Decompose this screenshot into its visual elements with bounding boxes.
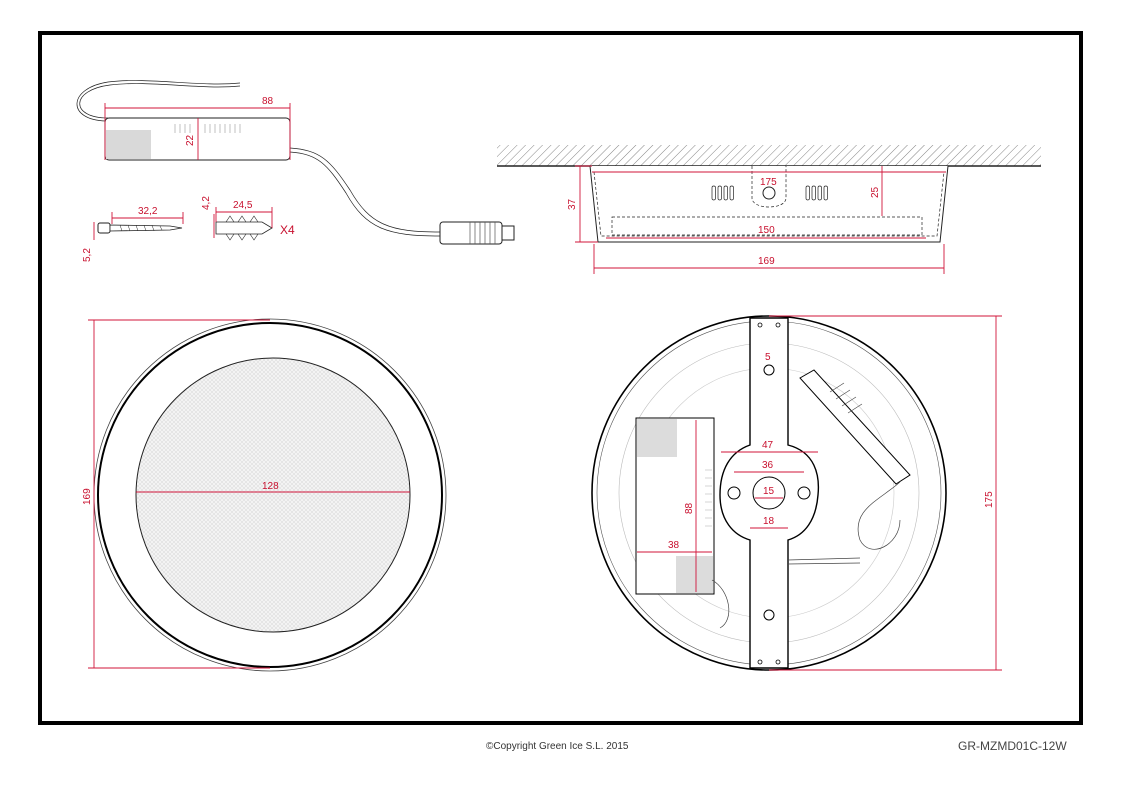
- dim-plug-length: 24,5: [233, 200, 253, 211]
- dim-front-outer-diameter: 169: [82, 488, 93, 505]
- screw-view: 32,2 5,2: [82, 206, 184, 262]
- dim-side-inner-depth: 25: [870, 186, 881, 198]
- dim-side-inner-width: 150: [758, 225, 775, 236]
- dim-side-top-diameter: 175: [760, 177, 777, 188]
- drawing-frame: [38, 31, 1083, 725]
- driver-view: 88 22: [76, 80, 515, 245]
- dim-bracket-slot-width: 5: [765, 352, 771, 363]
- dim-bracket-arm-width: 18: [763, 516, 775, 527]
- wall-plug-view: 4,2 24,5 X4: [201, 196, 295, 241]
- front-lens: [135, 357, 411, 633]
- dim-plug-diameter: 4,2: [201, 196, 212, 210]
- copyright-notice: ©Copyright Green Ice S.L. 2015: [486, 741, 629, 752]
- plug-quantity: X4: [280, 223, 295, 237]
- dim-back-outer-diameter: 175: [984, 491, 995, 508]
- dim-screw-length: 32,2: [138, 206, 158, 217]
- dim-side-height: 37: [567, 198, 578, 210]
- dim-side-bottom-width: 169: [758, 256, 775, 267]
- model-code: GR-MZMD01C-12W: [958, 739, 1067, 753]
- dim-back-driver-width: 38: [668, 540, 680, 551]
- back-view: 175 5 47 36 15 18 88 38: [591, 315, 1002, 671]
- front-view: 128 169: [82, 318, 447, 672]
- dim-bracket-center-hole: 15: [763, 486, 775, 497]
- dc-connector: [439, 221, 503, 245]
- dim-screw-diameter: 5,2: [82, 248, 93, 262]
- dim-front-lens-diameter: 128: [262, 481, 279, 492]
- dim-driver-height: 22: [185, 134, 196, 146]
- dim-bracket-hub-width: 47: [762, 440, 774, 451]
- dim-back-driver-height: 88: [684, 502, 695, 514]
- side-view: 175 37 25 150 169: [497, 145, 1041, 274]
- dim-bracket-hole-spacing: 36: [762, 460, 774, 471]
- dim-driver-length: 88: [262, 96, 274, 107]
